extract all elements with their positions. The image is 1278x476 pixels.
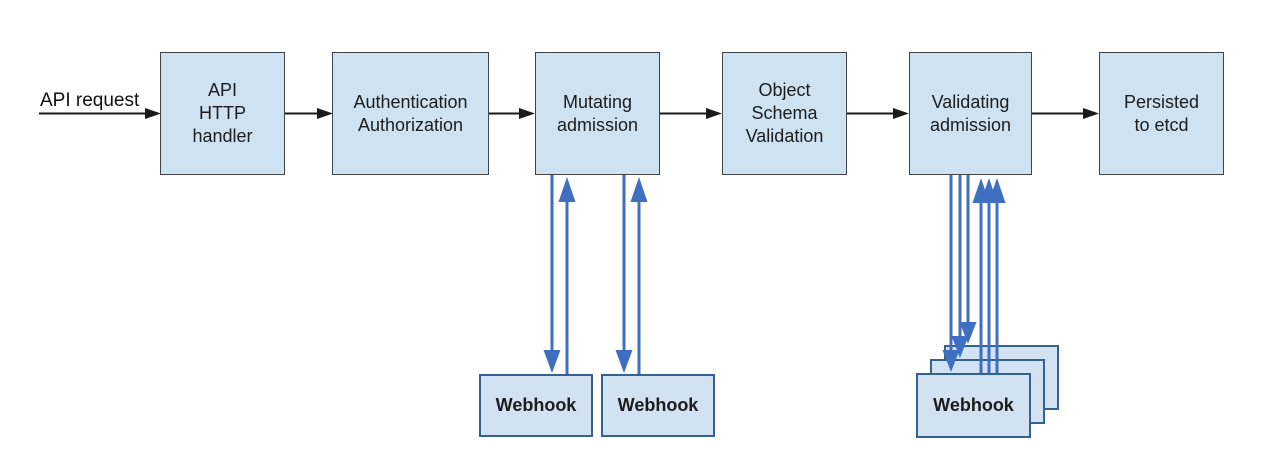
arrow-auth-to-mutating [489, 108, 535, 119]
validating-up-arrow-1 [972, 178, 990, 373]
node-persisted-to-etcd-label: Persisted to etcd [1123, 91, 1200, 135]
mutating-webhook-box-2: Webhook [601, 374, 715, 437]
arrow-handler-to-auth [285, 108, 333, 119]
node-mutating-admission: Mutating admission [535, 52, 660, 175]
validating-webhook-box: Webhook [916, 373, 1031, 438]
mutating-up-arrow-1 [558, 177, 576, 374]
node-object-schema-validation: Object Schema Validation [722, 52, 847, 175]
node-persisted-to-etcd: Persisted to etcd [1099, 52, 1224, 175]
mutating-webhook-arrows [543, 174, 648, 374]
node-mutating-admission-label: Mutating admission [556, 91, 639, 135]
validating-webhook-label: Webhook [933, 395, 1014, 415]
node-api-http-handler: API HTTP handler [160, 52, 285, 175]
node-authentication-authorization: Authentication Authorization [332, 52, 489, 175]
validating-webhook-arrows [942, 174, 1006, 373]
arrow-validating-to-etcd [1032, 108, 1099, 119]
node-validating-admission-label: Validating admission [929, 91, 1012, 135]
arrow-mutating-to-schema [660, 108, 722, 119]
node-validating-admission: Validating admission [909, 52, 1032, 175]
node-object-schema-validation-label: Object Schema Validation [745, 80, 824, 146]
validating-down-arrow-3 [959, 174, 977, 344]
mutating-up-arrow-2 [630, 177, 648, 374]
validating-down-arrow-2 [951, 174, 969, 358]
mutating-down-arrow-1 [543, 174, 561, 373]
validating-up-arrow-2 [980, 178, 998, 373]
mutating-down-arrow-2 [615, 174, 633, 373]
mutating-webhook-1-label: Webhook [495, 395, 577, 415]
validating-up-arrow-3 [988, 178, 1006, 373]
arrow-schema-to-validating [847, 108, 909, 119]
mutating-webhook-2-label: Webhook [617, 395, 699, 415]
validating-down-arrow-1 [942, 174, 960, 372]
node-authentication-authorization-label: Authentication Authorization [353, 91, 468, 135]
mutating-webhook-box-1: Webhook [479, 374, 593, 437]
api-request-label: API request [40, 90, 140, 111]
node-api-http-handler-label: API HTTP handler [192, 80, 253, 146]
